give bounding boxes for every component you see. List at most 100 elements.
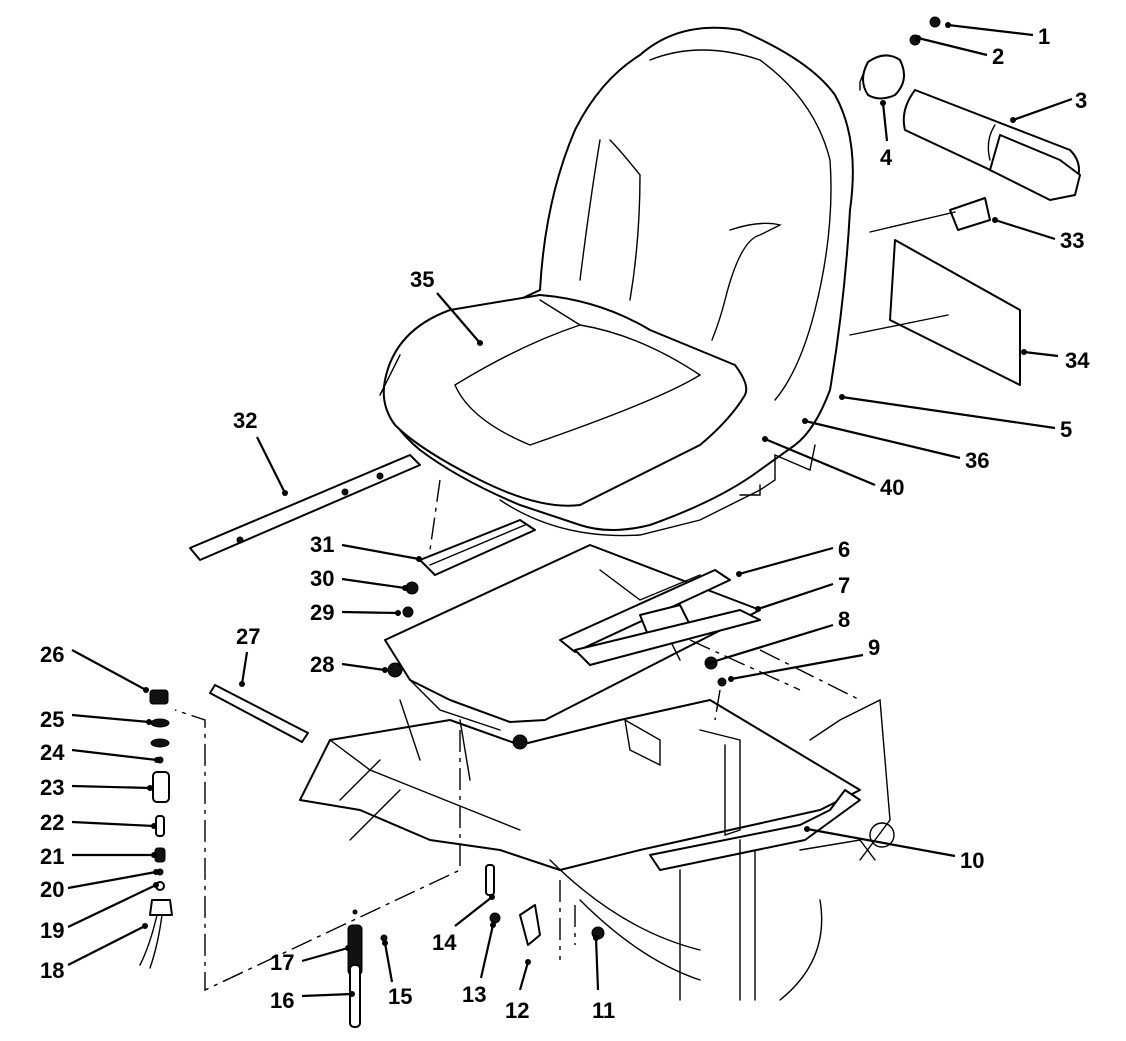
callout-label: 24 [40, 740, 65, 765]
callout-leader-dot [1021, 349, 1027, 355]
callout-40: 40 [762, 436, 904, 500]
callout-label: 6 [838, 537, 850, 562]
callout-1: 1 [945, 22, 1050, 49]
callout-leader-dot [142, 923, 148, 929]
callout-leader-dot [804, 826, 810, 832]
callout-leader-line [436, 292, 481, 344]
callout-9: 9 [728, 635, 880, 682]
callout-leader-line [240, 651, 249, 685]
callout-11: 11 [592, 935, 615, 1023]
callout-5: 5 [839, 394, 1072, 442]
callout-6: 6 [736, 537, 850, 577]
callout-label: 20 [40, 877, 64, 902]
callout-13: 13 [462, 922, 496, 1007]
callout-label: 13 [462, 982, 486, 1007]
callout-label: 9 [868, 635, 880, 660]
callout-label: 32 [233, 408, 257, 433]
callout-leader-line [518, 961, 530, 991]
callout-label: 27 [236, 624, 260, 649]
callout-leader-line [71, 649, 147, 691]
callout-leader-dot [146, 719, 152, 725]
callout-leader-dot [147, 785, 153, 791]
callout-21: 21 [40, 844, 157, 869]
callout-10: 10 [804, 826, 984, 873]
callout-label: 31 [310, 532, 334, 557]
callout-label: 21 [40, 844, 64, 869]
callout-leader-dot [416, 556, 422, 562]
seat-switch-stack [139, 689, 495, 1028]
callout-label: 34 [1065, 348, 1090, 373]
callout-label: 1 [1038, 24, 1050, 49]
callout-label: 18 [40, 958, 64, 983]
callout-label: 4 [880, 145, 893, 170]
callout-label: 22 [40, 810, 64, 835]
frame [299, 698, 895, 1001]
callout-leader-line [738, 546, 834, 576]
callout-leader-dot [728, 676, 734, 682]
callout-35: 35 [410, 267, 483, 346]
callout-label: 25 [40, 707, 64, 732]
callout-label: 40 [880, 475, 904, 500]
callout-leader-line [67, 925, 146, 966]
callout-leader-dot [154, 757, 160, 763]
callout-29: 29 [310, 600, 401, 625]
callout-leader-dot [382, 667, 388, 673]
callout-23: 23 [40, 775, 153, 800]
callout-leader-line [764, 437, 876, 487]
callout-leader-line [67, 884, 157, 928]
callout-label: 36 [965, 448, 989, 473]
callout-leader-dot [525, 959, 531, 965]
pin-and-hardware [209, 581, 727, 750]
callout-14: 14 [432, 894, 495, 955]
callout-leader-line [301, 992, 353, 998]
callout-leader-dot [153, 882, 159, 888]
callout-label: 30 [310, 566, 334, 591]
seat [379, 26, 854, 537]
callout-leader-dot [490, 922, 496, 928]
callout-leader-line [71, 784, 151, 790]
callout-18: 18 [40, 923, 148, 983]
callout-33: 33 [992, 217, 1084, 253]
callout-leader-dot [402, 585, 408, 591]
callouts: 1234567891011121314151617181920212223242… [40, 22, 1090, 1023]
callout-leader-dot [736, 571, 742, 577]
callout-leader-line [341, 577, 406, 590]
armrest [859, 16, 1081, 201]
callout-label: 8 [838, 607, 850, 632]
callout-leader-line [301, 946, 349, 963]
callout-label: 19 [40, 918, 64, 943]
seat-slide-assembly [384, 519, 761, 731]
callout-4: 4 [880, 100, 893, 170]
callout-leader-line [67, 870, 157, 890]
callout-leader-line [341, 662, 386, 672]
callout-30: 30 [310, 566, 408, 591]
callout-leader-line [1012, 97, 1073, 122]
callout-leader-dot [153, 869, 159, 875]
callout-leader-dot [151, 823, 157, 829]
callout-label: 16 [270, 988, 294, 1013]
callout-label: 33 [1060, 228, 1084, 253]
callout-leader-dot [349, 991, 355, 997]
callout-leader-dot [945, 22, 951, 28]
callout-leader-line [383, 942, 394, 983]
callout-label: 2 [992, 44, 1004, 69]
callout-leader-line [1023, 350, 1059, 358]
callout-label: 28 [310, 652, 334, 677]
callout-leader-dot [915, 35, 921, 41]
callout-15: 15 [382, 940, 412, 1009]
callout-label: 14 [432, 930, 457, 955]
centerlines [174, 479, 861, 992]
callout-16: 16 [270, 988, 355, 1013]
callout-24: 24 [40, 740, 160, 765]
callout-leader-line [804, 419, 961, 460]
mounting-bar [189, 454, 421, 561]
callout-leader-line [757, 582, 834, 611]
callout-label: 26 [40, 642, 64, 667]
callout-26: 26 [40, 642, 149, 693]
callout-leader-dot [345, 945, 351, 951]
callout-leader-dot [593, 935, 599, 941]
callout-label: 11 [592, 998, 615, 1023]
callout-leader-line [917, 36, 988, 57]
callout-34: 34 [1021, 348, 1090, 373]
callout-32: 32 [233, 408, 288, 496]
